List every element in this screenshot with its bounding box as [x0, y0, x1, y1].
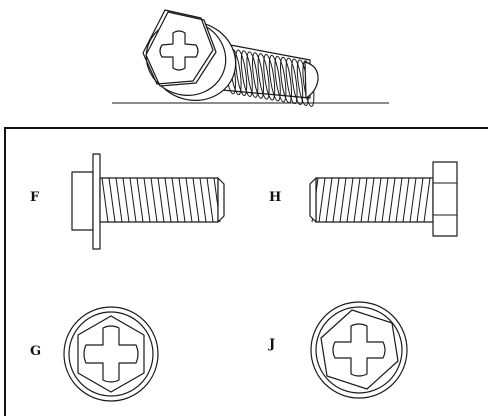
- option-label-h: H: [269, 190, 282, 205]
- answer-panel: [4, 127, 488, 416]
- reference-screw-drawing: [112, 9, 389, 107]
- option-label-f: F: [30, 190, 40, 205]
- option-label-g: G: [30, 344, 42, 359]
- option-label-j: J: [269, 337, 276, 352]
